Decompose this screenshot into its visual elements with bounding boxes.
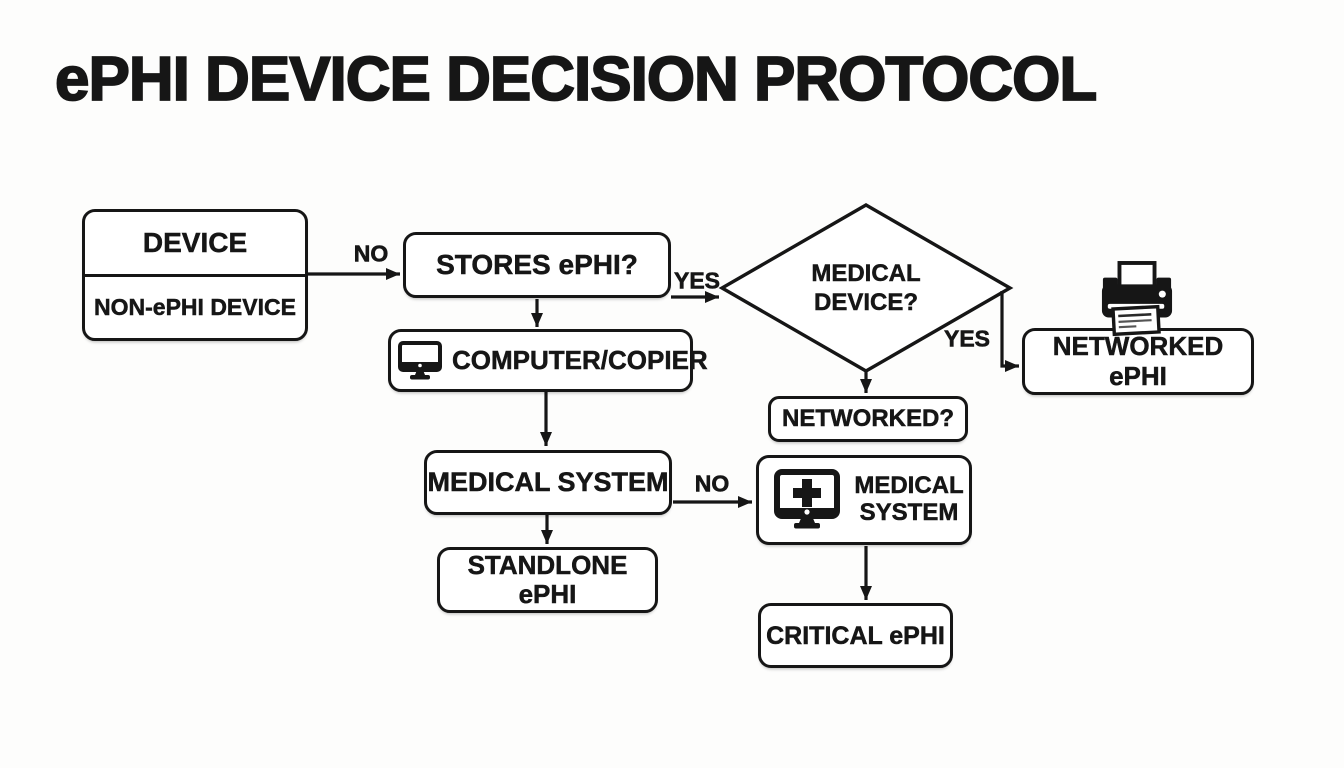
medical-system-left-label: MEDICAL SYSTEM xyxy=(427,467,669,498)
edge-label-yes-stores: YES xyxy=(673,267,721,294)
medical-system-left-node: MEDICAL SYSTEM xyxy=(424,450,672,515)
medical-system-right-node: MEDICAL SYSTEM xyxy=(756,455,972,545)
critical-ephi-label: CRITICAL ePHI xyxy=(766,621,945,650)
standalone-ephi-node: STANDLONE ePHI xyxy=(437,547,658,613)
standalone-ephi-label: STANDLONE ePHI xyxy=(467,549,628,609)
medical-device-decision-label: MEDICAL DEVICE? xyxy=(811,260,921,317)
networked-ephi-label: NETWORKED ePHI xyxy=(1052,331,1224,391)
computer-copier-label: COMPUTER/COPIER xyxy=(452,344,708,375)
edge-decision-to-networked-ephi xyxy=(1000,291,1019,372)
page-title: ePHI DEVICE DECISION PROTOCOL xyxy=(54,44,1098,115)
computer-monitor-icon xyxy=(398,340,442,381)
computer-copier-node: COMPUTER/COPIER xyxy=(388,329,708,392)
edge-label-yes-medical-device: YES xyxy=(943,325,991,352)
networked-ephi-node: NETWORKED ePHI xyxy=(1022,328,1254,395)
device-node: DEVICE NON-ePHI DEVICE xyxy=(82,209,308,341)
networked-question-node: NETWORKED? xyxy=(768,396,968,442)
critical-ephi-node: CRITICAL ePHI xyxy=(758,603,953,668)
device-node-title: DEVICE xyxy=(142,226,248,258)
edge-label-no-device: NO xyxy=(353,240,389,267)
edge-label-no-medical-system: NO xyxy=(694,470,730,497)
medical-cross-monitor-icon xyxy=(774,469,840,531)
device-node-subtitle: NON-ePHI DEVICE xyxy=(85,273,305,339)
printer-icon xyxy=(1100,261,1174,337)
stores-ephi-label: STORES ePHI? xyxy=(436,249,638,281)
networked-question-label: NETWORKED? xyxy=(782,404,954,432)
medical-system-right-label: MEDICAL SYSTEM xyxy=(854,472,964,526)
stores-ephi-node: STORES ePHI? xyxy=(403,232,671,298)
